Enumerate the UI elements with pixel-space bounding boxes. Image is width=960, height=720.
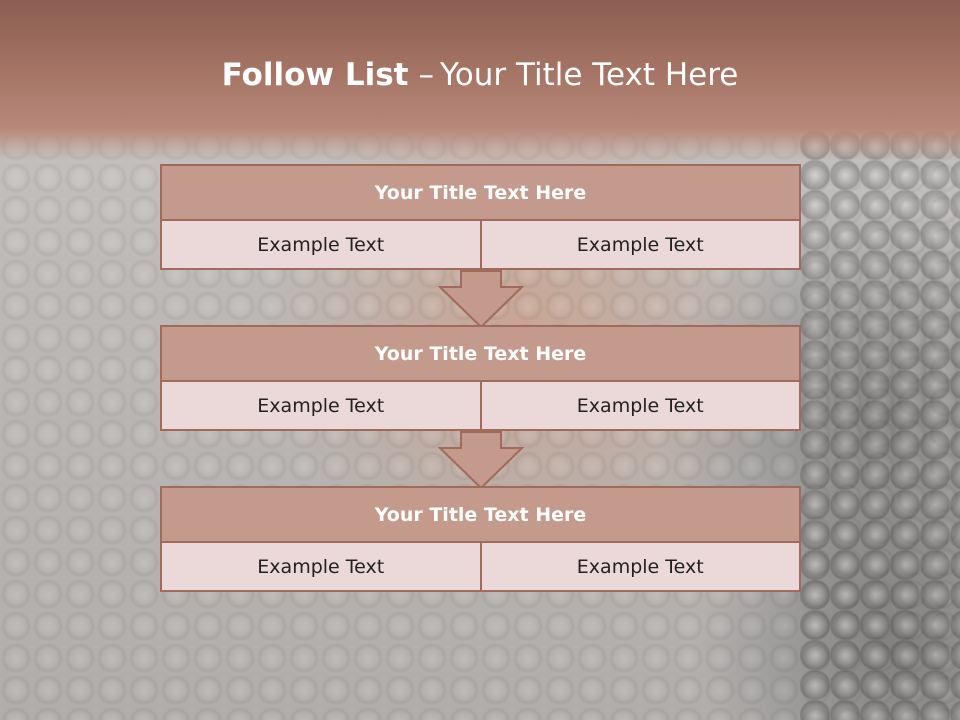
block-title: Your Title Text Here	[160, 486, 801, 543]
down-arrow-icon	[438, 270, 524, 328]
slide-title-rest: Your Title Text Here	[439, 57, 739, 93]
list-block-3: Your Title Text Here Example Text Exampl…	[160, 486, 801, 592]
block-cell-right: Example Text	[481, 382, 801, 431]
block-row: Example Text Example Text	[160, 221, 801, 270]
block-title: Your Title Text Here	[160, 325, 801, 382]
block-cell-left: Example Text	[160, 221, 482, 270]
down-arrow-icon	[438, 431, 524, 489]
block-row: Example Text Example Text	[160, 543, 801, 592]
slide-title: Follow List–Your Title Text Here	[0, 52, 960, 98]
header-band	[0, 0, 960, 160]
block-title: Your Title Text Here	[160, 164, 801, 221]
block-row: Example Text Example Text	[160, 382, 801, 431]
block-cell-right: Example Text	[481, 221, 801, 270]
slide-title-bold: Follow List	[221, 57, 409, 93]
slide-title-dash: –	[418, 57, 434, 93]
block-cell-left: Example Text	[160, 543, 482, 592]
block-cell-right: Example Text	[481, 543, 801, 592]
bubble-wrap-texture-right	[800, 130, 960, 720]
list-block-1: Your Title Text Here Example Text Exampl…	[160, 164, 801, 270]
block-cell-left: Example Text	[160, 382, 482, 431]
list-block-2: Your Title Text Here Example Text Exampl…	[160, 325, 801, 431]
